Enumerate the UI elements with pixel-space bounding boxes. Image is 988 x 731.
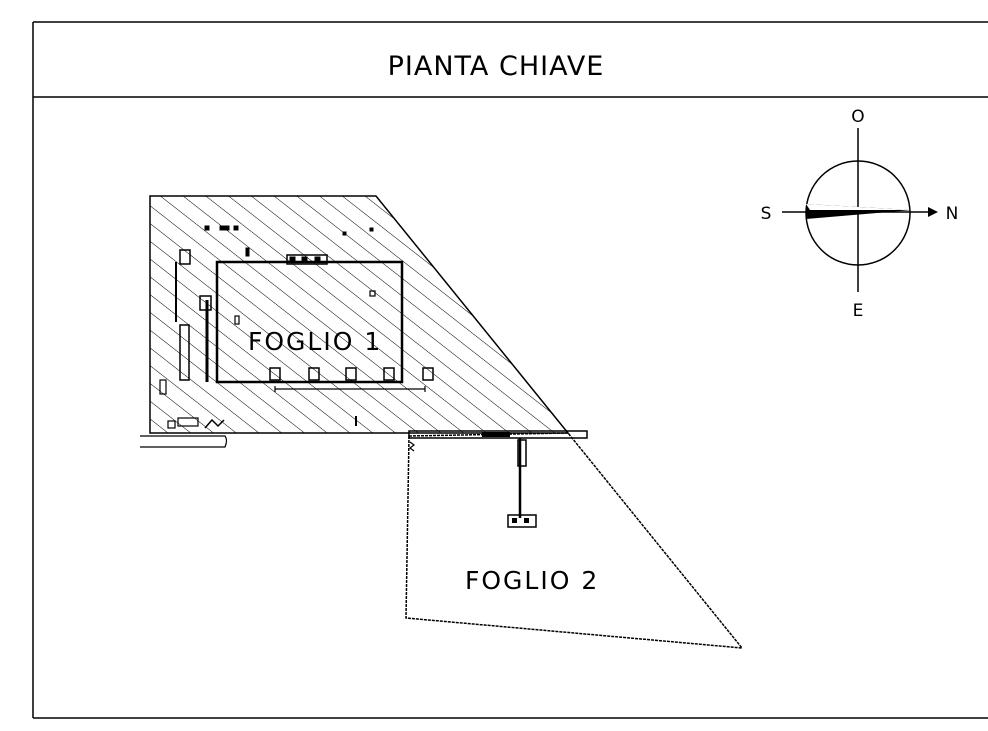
service-unit-mark bbox=[512, 518, 517, 523]
sheet-1-outline bbox=[149, 195, 570, 434]
building-outline bbox=[215, 260, 404, 384]
sheet-1-label: FOGLIO 1 bbox=[248, 327, 382, 356]
compass-needle-highlight bbox=[806, 204, 912, 210]
break-mark bbox=[409, 441, 415, 452]
page-title: PIANTA CHIAVE bbox=[388, 51, 605, 82]
service-unit-mark bbox=[524, 518, 529, 523]
site-details bbox=[140, 225, 434, 448]
sheet-1-area: FOGLIO 1 bbox=[140, 195, 570, 448]
road-strip bbox=[408, 430, 588, 439]
compass-north-arrow bbox=[928, 207, 938, 217]
sheet-2-outline bbox=[405, 432, 744, 649]
compass-label-south: S bbox=[761, 204, 772, 224]
sheet-2-label: FOGLIO 2 bbox=[465, 566, 599, 595]
compass-label-east: E bbox=[853, 301, 864, 321]
compass-label-west: O bbox=[851, 107, 864, 127]
compass: O E S N bbox=[761, 107, 959, 321]
service-box bbox=[517, 439, 527, 467]
sheet-2-area: FOGLIO 2 bbox=[405, 430, 744, 649]
drawing-frame bbox=[32, 21, 988, 719]
service-unit bbox=[507, 514, 537, 528]
compass-label-north: N bbox=[946, 204, 959, 224]
road-marking bbox=[482, 432, 510, 437]
